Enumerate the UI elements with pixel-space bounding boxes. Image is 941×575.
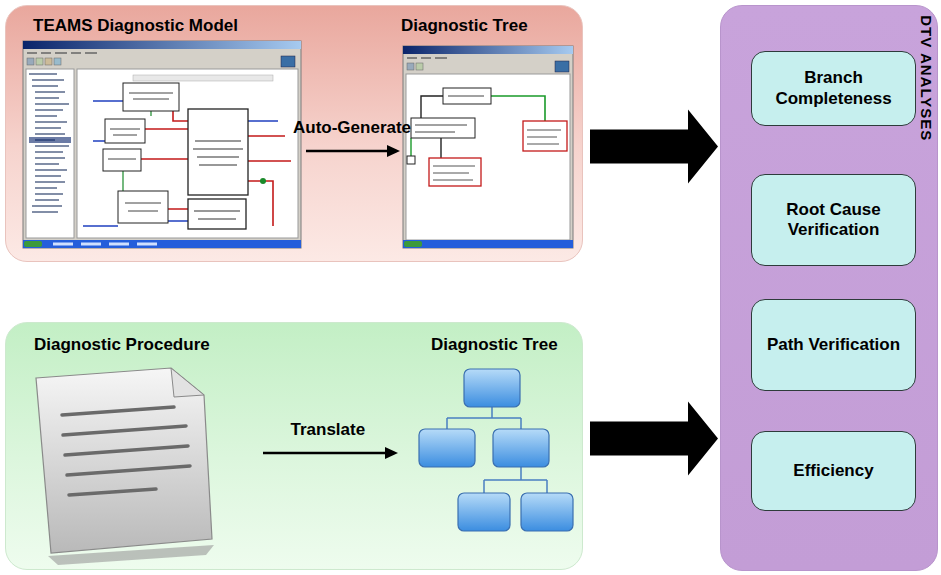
panel-heading: TEAMS Diagnostic Model: [33, 16, 238, 36]
analysis-box: Path Verification: [751, 299, 916, 391]
panel-heading: Diagnostic Tree: [431, 335, 558, 355]
procedure-illustration: [6, 323, 584, 571]
panel-heading: Diagnostic Tree: [401, 16, 528, 36]
block-arrow: [590, 402, 718, 476]
vertical-title: DTV ANALYSES: [918, 15, 935, 141]
block-arrow: [590, 109, 718, 183]
analysis-label: Path Verification: [767, 335, 900, 355]
analysis-label: Efficiency: [793, 461, 873, 481]
input-panel: TEAMS Diagnostic Model Diagnostic TreeAut…: [5, 5, 583, 262]
arrow-label: Auto-Generate: [293, 118, 411, 138]
arrow-label: Translate: [291, 420, 366, 440]
panel-heading: Diagnostic Procedure: [34, 335, 210, 355]
analysis-box: Root Cause Verification: [751, 174, 916, 266]
input-panel: Diagnostic Procedure Diagnostic TreeTrans…: [5, 322, 583, 570]
analysis-box: Efficiency: [751, 431, 916, 511]
analysis-label: Branch Completeness: [764, 68, 903, 109]
analysis-label: Root Cause Verification: [764, 200, 903, 241]
analysis-box: Branch Completeness: [751, 51, 916, 126]
analyses-panel: DTV ANALYSES Branch CompletenessRoot Caus…: [720, 5, 938, 571]
